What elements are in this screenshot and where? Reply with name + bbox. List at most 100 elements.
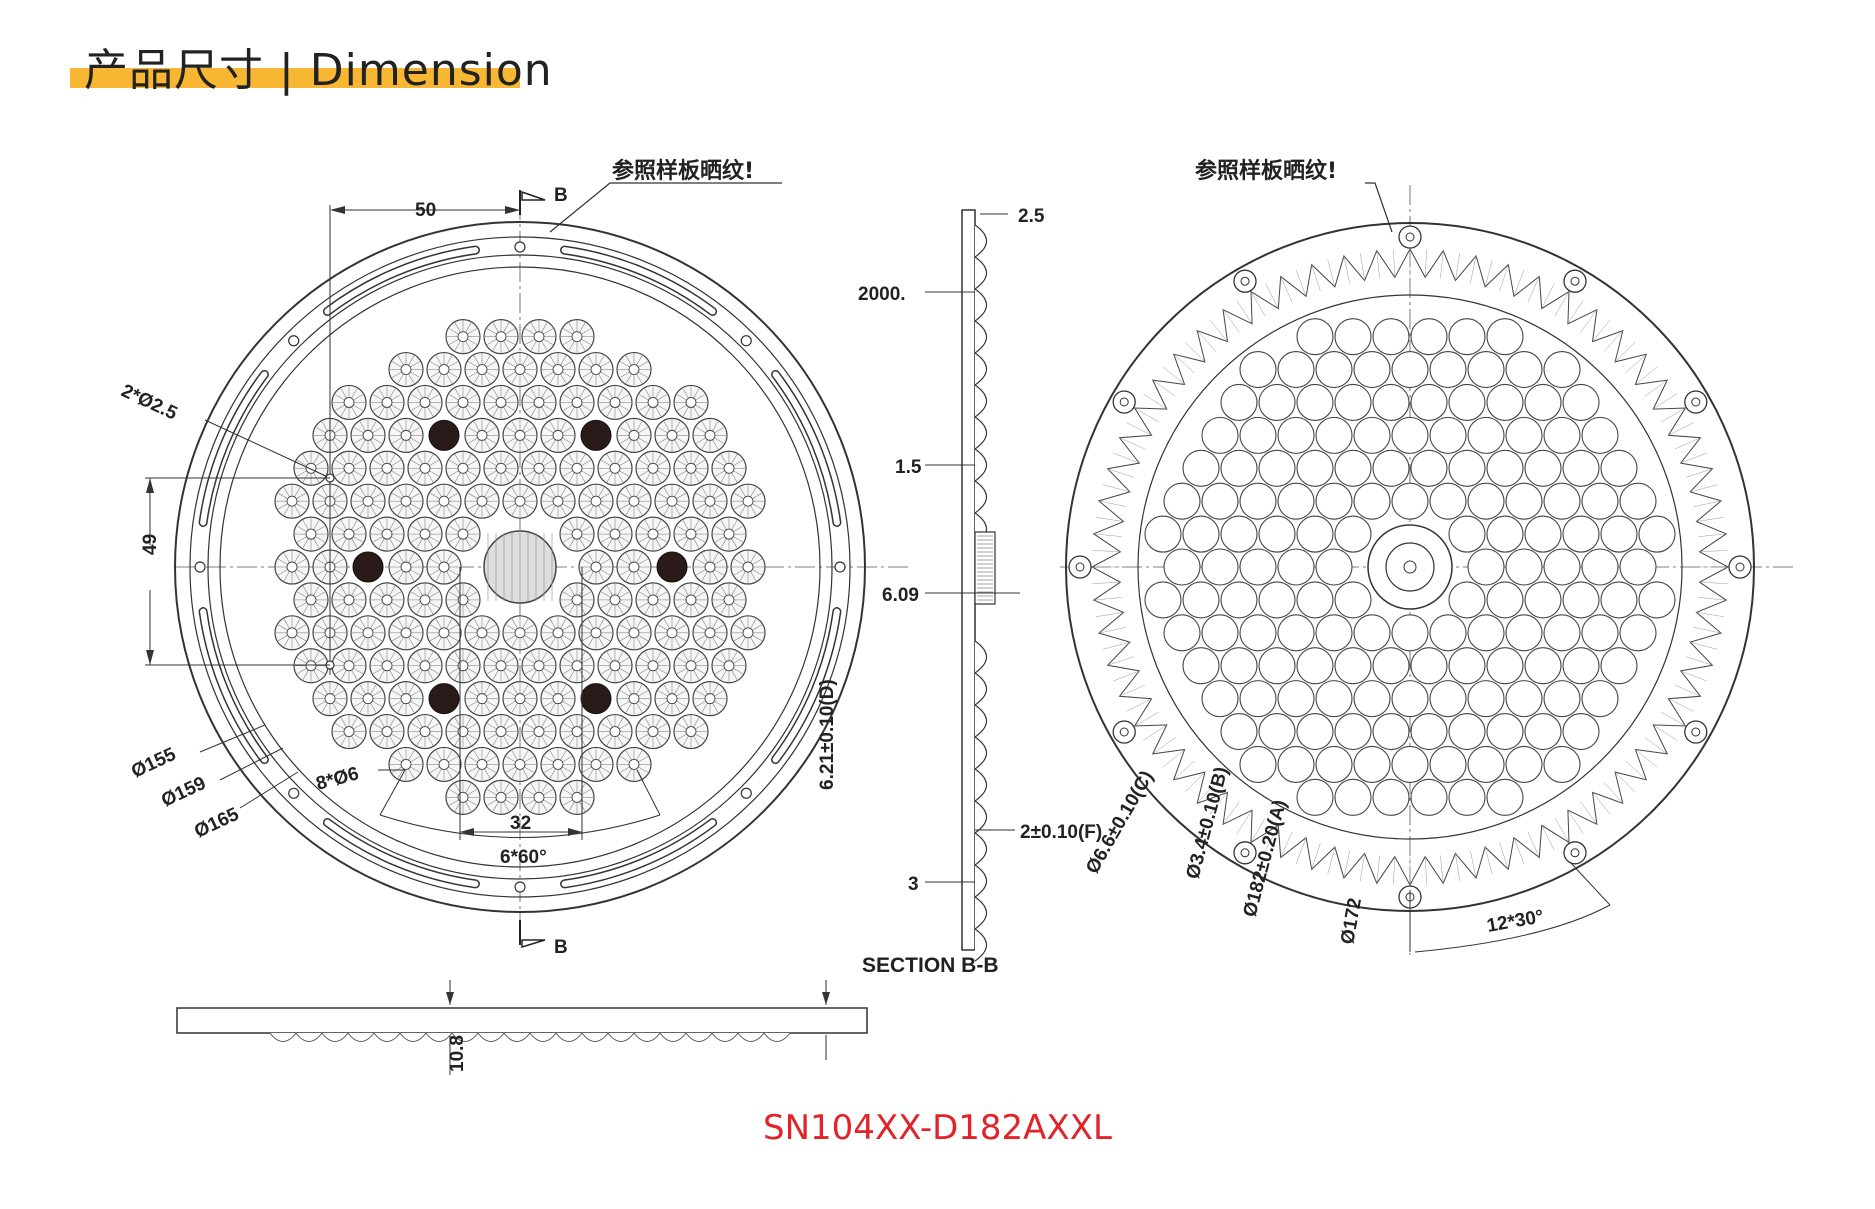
back-lens (1258, 449, 1296, 487)
back-lens (1638, 581, 1676, 619)
back-lens (1486, 581, 1524, 619)
section-lens-profile (974, 800, 988, 834)
back-lens (1410, 449, 1448, 487)
side-dim-height: 10.8 (447, 1035, 468, 1072)
back-lens (1182, 515, 1220, 553)
side-lens-profile (399, 1032, 427, 1042)
section-view: 2.5 2000. 1.5 6.09 2±0.10(F) 3 SECTION B… (858, 206, 1102, 977)
back-lens (1505, 482, 1543, 520)
section-dim-1-5: 1.5 (895, 457, 922, 478)
back-lens (1277, 482, 1315, 520)
back-lens (1220, 647, 1258, 685)
section-lens-profile (974, 640, 988, 674)
ring-hole (514, 241, 526, 253)
back-lens (1220, 449, 1258, 487)
back-lens (1467, 680, 1505, 718)
back-lens (1505, 614, 1543, 652)
back-lens (1448, 449, 1486, 487)
section-lens-profile (974, 384, 988, 418)
back-lens (1467, 482, 1505, 520)
back-lens (1163, 548, 1201, 586)
back-lens (1334, 647, 1372, 685)
back-lens (1429, 614, 1467, 652)
back-lens (1296, 383, 1334, 422)
back-lens (1543, 351, 1581, 389)
back-lens (1239, 745, 1277, 783)
side-lens-profile (711, 1032, 739, 1042)
back-lens (1600, 647, 1638, 685)
mounting-hole (580, 419, 612, 451)
section-lens-profile (974, 832, 988, 866)
side-lens-profile (737, 1032, 765, 1042)
side-lens-profile (529, 1032, 557, 1042)
back-lens (1543, 614, 1581, 652)
back-lens (1391, 614, 1429, 652)
section-arrow-bottom (521, 939, 546, 949)
section-lens-profile (974, 320, 988, 354)
back-lens (1315, 351, 1353, 389)
back-lens (1524, 383, 1562, 422)
back-lens (1562, 383, 1600, 422)
back-lens (1334, 581, 1372, 619)
back-lens (1258, 581, 1296, 619)
back-lens (1524, 515, 1562, 553)
side-lens-profile (659, 1032, 687, 1042)
back-lens (1353, 614, 1391, 652)
back-lens (1163, 614, 1201, 652)
back-lens (1448, 778, 1486, 816)
back-lens (1543, 680, 1581, 718)
mounting-hole (428, 683, 460, 715)
side-lens-profile (503, 1032, 531, 1042)
mounting-hole (352, 551, 384, 583)
back-lens (1315, 416, 1353, 454)
back-lens (1372, 318, 1410, 356)
back-lens (1581, 548, 1619, 586)
back-lens (1277, 548, 1315, 586)
back-lens (1239, 614, 1277, 652)
dim-holes-8: 8*Ø6 (314, 763, 361, 794)
side-lens-profile (347, 1032, 375, 1042)
back-lens (1182, 647, 1220, 685)
back-lens (1391, 351, 1429, 389)
back-lens (1581, 614, 1619, 652)
section-lens-profile (974, 672, 988, 706)
back-lens (1258, 515, 1296, 553)
back-lens (1258, 383, 1296, 422)
ring-hole (194, 561, 206, 573)
side-lens-profile (763, 1032, 791, 1042)
back-lens (1391, 680, 1429, 718)
back-lens (1239, 416, 1277, 454)
back-lens (1277, 351, 1315, 389)
model-number: SN104XX-D182AXXL (763, 1108, 1112, 1148)
back-lens (1429, 351, 1467, 389)
back-lens (1296, 449, 1334, 487)
back-lens (1448, 712, 1486, 751)
header: 产品尺寸 | Dimension (70, 30, 552, 96)
back-lens (1315, 482, 1353, 520)
dim-hole-2: 2*Ø2.5 (118, 380, 181, 424)
back-lens (1448, 647, 1486, 685)
side-lens-profile (373, 1032, 401, 1042)
side-lens-profile (451, 1032, 479, 1042)
back-lens (1353, 482, 1391, 520)
back-lens (1296, 581, 1334, 619)
back-lens (1505, 548, 1543, 586)
section-marker-bottom: B (554, 937, 568, 958)
back-lens (1353, 680, 1391, 718)
ring-hole (288, 787, 300, 799)
back-lens (1562, 647, 1600, 685)
side-lens-profile (295, 1032, 323, 1042)
back-lens (1619, 482, 1657, 520)
back-lens (1391, 482, 1429, 520)
back-lens (1277, 745, 1315, 783)
section-lens-profile (974, 224, 988, 258)
back-lens (1581, 680, 1619, 718)
back-lens (1581, 416, 1619, 454)
back-lens (1258, 712, 1296, 751)
back-lens (1410, 647, 1448, 685)
back-lens (1239, 351, 1277, 389)
back-lens (1239, 548, 1277, 586)
back-lens (1524, 581, 1562, 619)
back-lens (1296, 318, 1334, 356)
back-lens (1391, 416, 1429, 454)
